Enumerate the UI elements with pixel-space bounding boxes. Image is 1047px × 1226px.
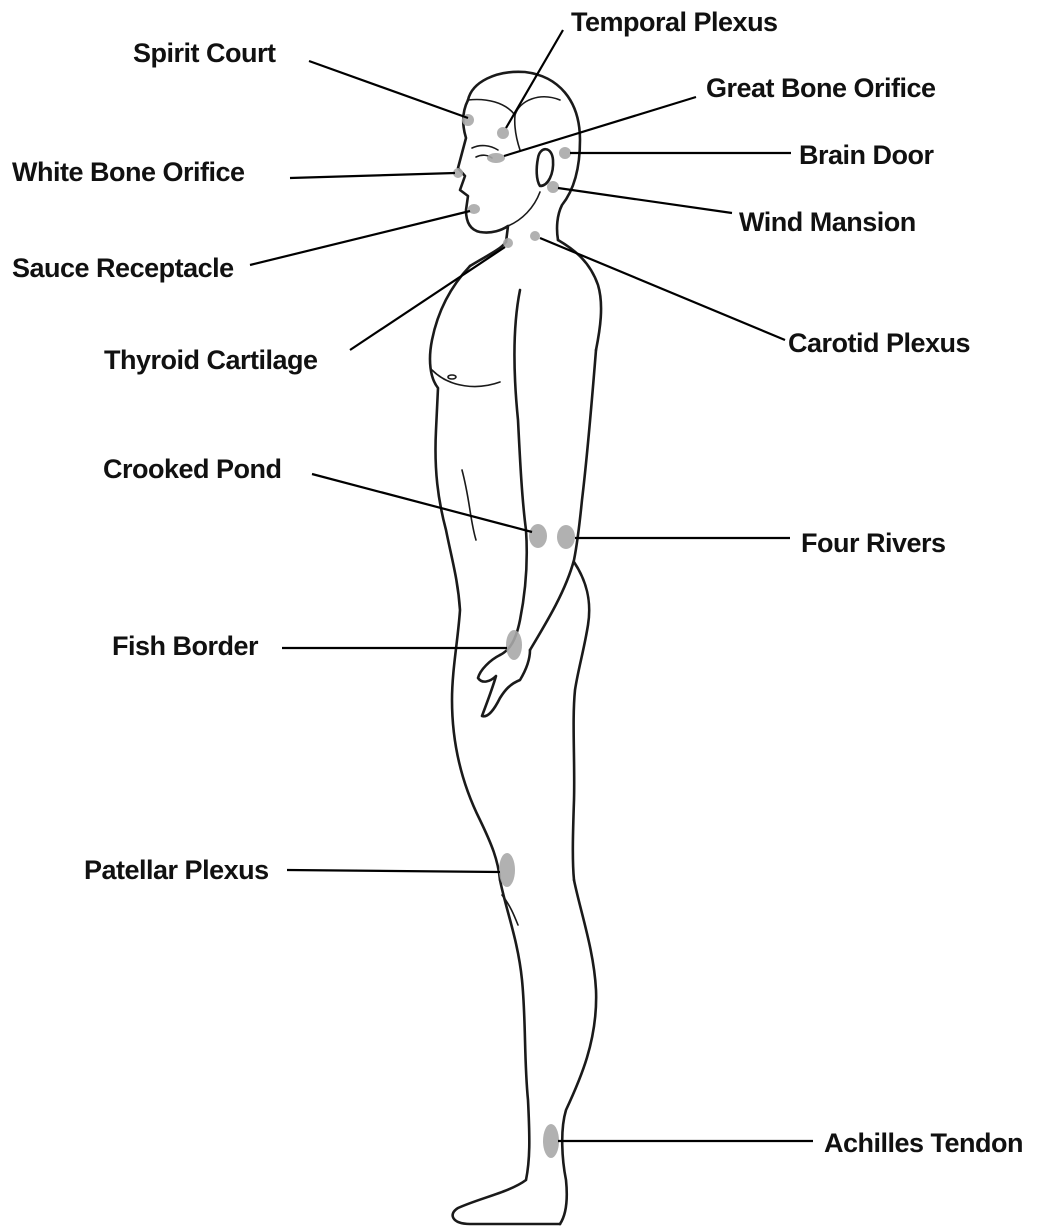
point-labels: Spirit Court Temporal Plexus Great Bone … xyxy=(12,7,1023,1158)
thyroid-cartilage-leader xyxy=(350,247,505,350)
hair-detail xyxy=(515,115,520,150)
great-bone-orifice-leader xyxy=(504,97,696,156)
chest-front xyxy=(430,266,500,880)
patellar-plexus-point xyxy=(499,853,515,887)
shoulder-back xyxy=(558,240,601,350)
label-patellar-plexus: Patellar Plexus xyxy=(84,855,269,885)
brain-door-point xyxy=(559,147,571,159)
label-achilles-tendon: Achilles Tendon xyxy=(824,1128,1023,1158)
arm-front xyxy=(500,290,527,655)
buttock xyxy=(573,562,589,880)
arm-back xyxy=(530,350,596,650)
leader-lines xyxy=(250,30,813,1141)
label-crooked-pond: Crooked Pond xyxy=(103,454,282,484)
spirit-court-leader xyxy=(309,61,468,118)
wind-mansion-leader xyxy=(558,188,732,213)
shin-front xyxy=(453,880,560,1224)
abdomen-line xyxy=(462,470,476,540)
label-four-rivers: Four Rivers xyxy=(801,528,946,558)
neck-front xyxy=(470,242,506,266)
temporal-plexus-leader xyxy=(506,30,563,128)
label-fish-border: Fish Border xyxy=(112,631,259,661)
fish-border-point xyxy=(506,630,522,660)
label-great-bone-orifice: Great Bone Orifice xyxy=(706,73,936,103)
hand xyxy=(478,650,530,716)
label-thyroid-cartilage: Thyroid Cartilage xyxy=(104,345,318,375)
achilles-tendon-point xyxy=(543,1124,559,1158)
sauce-receptacle-point xyxy=(468,204,480,214)
label-carotid-plexus: Carotid Plexus xyxy=(788,328,970,358)
four-rivers-point xyxy=(557,525,575,549)
calf-back xyxy=(560,880,596,1224)
label-spirit-court: Spirit Court xyxy=(133,38,276,68)
patellar-plexus-leader xyxy=(287,870,500,872)
crooked-pond-point xyxy=(529,524,547,548)
ear xyxy=(537,149,553,186)
label-sauce-receptacle: Sauce Receptacle xyxy=(12,253,234,283)
nipple xyxy=(448,375,456,379)
great-bone-orifice-point xyxy=(487,153,505,163)
wind-mansion-point xyxy=(547,181,559,193)
carotid-plexus-point xyxy=(530,231,540,241)
carotid-plexus-leader xyxy=(540,238,785,340)
label-brain-door: Brain Door xyxy=(799,140,935,170)
temporal-plexus-point xyxy=(497,127,509,139)
label-wind-mansion: Wind Mansion xyxy=(739,207,916,237)
brow xyxy=(472,146,498,150)
pectoral xyxy=(432,370,500,386)
crooked-pond-leader xyxy=(312,474,532,532)
sauce-receptacle-leader xyxy=(250,211,470,265)
label-white-bone-orifice: White Bone Orifice xyxy=(12,157,245,187)
label-temporal-plexus: Temporal Plexus xyxy=(571,7,778,37)
white-bone-orifice-leader xyxy=(290,173,455,178)
jaw xyxy=(508,192,540,226)
